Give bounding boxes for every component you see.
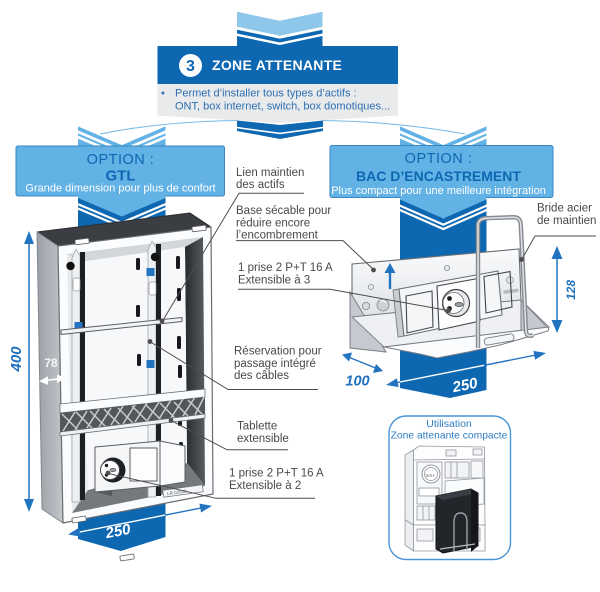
svg-text:78: 78 (44, 356, 58, 370)
svg-text:OPTION :: OPTION : (405, 151, 473, 167)
svg-text:Lien maintien: Lien maintien (236, 167, 304, 179)
svg-text:GTL: GTL (106, 168, 136, 185)
svg-text:Extensible à 3: Extensible à 3 (238, 275, 310, 287)
svg-text:Permet d’installer tous types: Permet d’installer tous types d’actifs : (175, 88, 357, 100)
svg-text:250: 250 (450, 375, 479, 397)
svg-text:Réservation pour: Réservation pour (234, 346, 322, 358)
svg-text:ONT, box internet, switch, box: ONT, box internet, switch, box domotique… (175, 101, 390, 113)
svg-text:Utilisation: Utilisation (426, 418, 472, 430)
svg-text:3: 3 (186, 58, 195, 75)
svg-text:LR 03530: LR 03530 (167, 488, 188, 496)
svg-text:l’encombrement: l’encombrement (236, 230, 319, 242)
svg-text:Zone attenante compacte: Zone attenante compacte (391, 431, 508, 442)
svg-text:128: 128 (564, 280, 578, 300)
svg-text:•: • (161, 88, 165, 100)
svg-text:Bride acier: Bride acier (537, 203, 592, 215)
svg-text:de maintien: de maintien (537, 215, 596, 227)
svg-text:des câbles: des câbles (234, 370, 289, 382)
svg-text:des actifs: des actifs (236, 179, 285, 191)
svg-text:400: 400 (8, 346, 25, 373)
svg-text:Grande dimension pour plus de: Grande dimension pour plus de confort (25, 183, 215, 195)
svg-text:1 prise 2 P+T 16 A: 1 prise 2 P+T 16 A (229, 468, 324, 480)
svg-text:ZONE ATTENANTE: ZONE ATTENANTE (212, 57, 342, 73)
svg-text:BAC D’ENCASTREMENT: BAC D’ENCASTREMENT (356, 168, 521, 184)
svg-text:extensible: extensible (237, 433, 289, 445)
svg-text:Extensible à 2: Extensible à 2 (229, 480, 301, 492)
svg-text:Base sécable pour: Base sécable pour (236, 205, 331, 217)
svg-text:passage intégré: passage intégré (234, 358, 316, 370)
svg-text:100: 100 (345, 374, 369, 390)
svg-text:OPTION :: OPTION : (87, 152, 155, 168)
svg-text:Plus compact pour une meilleur: Plus compact pour une meilleure intégrat… (331, 185, 546, 197)
svg-text:1 prise 2 P+T 16 A: 1 prise 2 P+T 16 A (238, 262, 333, 274)
svg-text:TEST: TEST (425, 474, 435, 478)
svg-text:Tablette: Tablette (237, 421, 277, 433)
svg-text:réduire encore: réduire encore (236, 217, 310, 229)
